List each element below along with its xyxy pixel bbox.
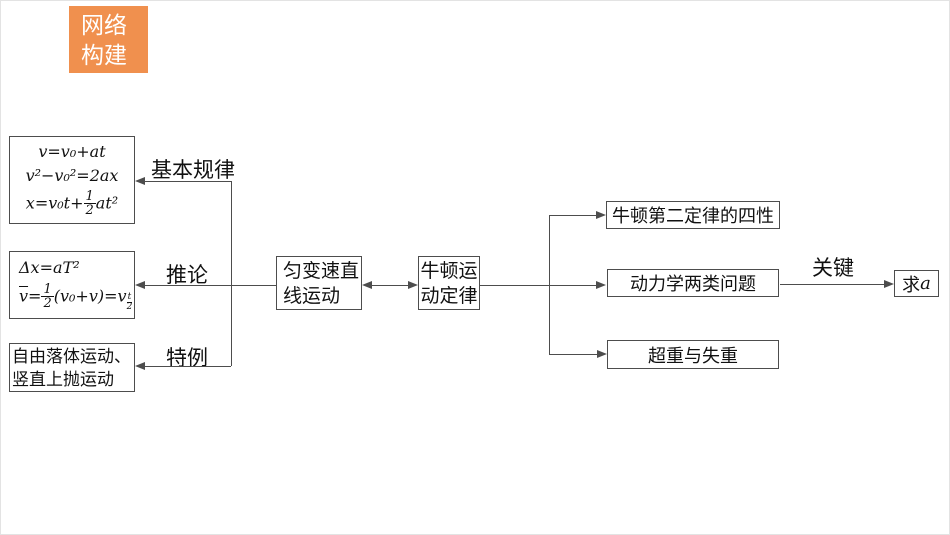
weight-box: 超重与失重: [607, 340, 779, 369]
edge-label-corollary: 推论: [166, 263, 208, 287]
network-construction-badge: 网络 构建: [69, 6, 148, 73]
four-properties-label: 牛顿第二定律的四性: [612, 206, 774, 226]
arrowhead-into-four-properties: [596, 211, 606, 219]
connector-basic-laws: [143, 181, 231, 182]
connector-key: [780, 284, 886, 285]
formula-velocity: v=v₀+at: [38, 141, 106, 161]
special-case-box: 自由落体运动、 竖直上抛运动: [9, 343, 135, 392]
find-a-variable: a: [920, 273, 931, 294]
arrowhead-into-weight: [597, 350, 607, 358]
edge-label-basic-laws: 基本规律: [151, 158, 235, 182]
arrowhead-into-corollary: [135, 281, 145, 289]
arrowhead-toward-newton-laws: [408, 281, 418, 289]
connector-right-vertical: [549, 215, 550, 354]
dynamics-problems-label: 动力学两类问题: [630, 274, 756, 294]
connector-corollary: [143, 285, 276, 286]
uniform-motion-line2: 线运动: [283, 286, 341, 307]
formula-velocity-squared: v²−v₀²=2ax: [25, 165, 119, 185]
special-case-line2: 竖直上抛运动: [12, 370, 114, 389]
newton-laws-line2: 动定律: [420, 286, 478, 307]
four-properties-box: 牛顿第二定律的四性: [606, 201, 780, 229]
connector-to-weight: [549, 354, 599, 355]
newton-laws-line1: 牛顿运: [420, 261, 478, 282]
formula-delta-x: Δx=aT²: [19, 257, 80, 277]
edge-label-key: 关键: [812, 256, 854, 280]
connector-uniform-newton: [370, 285, 410, 286]
newton-laws-box: 牛顿运 动定律: [418, 256, 480, 310]
uniform-motion-line1: 匀变速直: [283, 261, 360, 282]
connector-left-vertical: [231, 181, 232, 366]
connector-to-four-properties: [549, 215, 598, 216]
arrowhead-into-find-a: [884, 280, 894, 288]
special-case-line1: 自由落体运动、: [12, 347, 131, 366]
connector-special-case: [143, 366, 231, 367]
connector-newton-to-dynamics: [480, 285, 598, 286]
badge-line1: 网络: [81, 12, 127, 38]
arrowhead-into-special-case: [135, 362, 145, 370]
v-bar: v: [19, 286, 29, 306]
uniform-motion-box: 匀变速直 线运动: [276, 256, 362, 310]
edge-label-special-case: 特例: [166, 346, 208, 370]
dynamics-problems-box: 动力学两类问题: [607, 269, 779, 297]
arrowhead-toward-uniform-motion: [362, 281, 372, 289]
weight-label: 超重与失重: [648, 345, 738, 366]
arrowhead-into-basic-laws: [135, 177, 145, 185]
badge-line2: 构建: [81, 42, 127, 68]
find-a-prefix: 求: [902, 274, 921, 295]
arrowhead-into-dynamics: [596, 281, 606, 289]
